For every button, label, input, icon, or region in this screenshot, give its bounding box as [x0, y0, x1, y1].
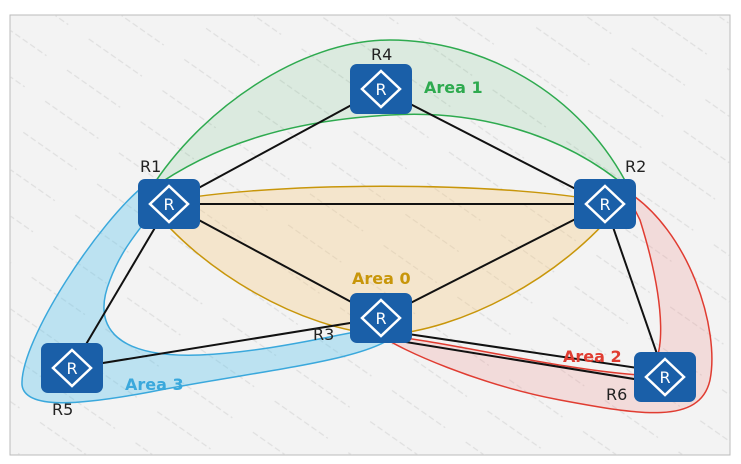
link-r3-r6-a	[380, 329, 666, 373]
link-r1-r3	[168, 203, 382, 319]
routers: R R R R R R	[41, 64, 696, 402]
router-label-r1: R1	[140, 157, 161, 176]
area-2-label: Area 2	[563, 347, 622, 366]
router-label-r6: R6	[606, 385, 627, 404]
link-r2-r6	[604, 203, 666, 378]
router-glyph: R	[659, 368, 670, 387]
router-r3-icon[interactable]: R	[350, 293, 412, 343]
router-glyph: R	[66, 359, 77, 378]
router-r5-icon[interactable]: R	[41, 343, 103, 393]
router-label-r2: R2	[625, 157, 646, 176]
area-3-label: Area 3	[125, 375, 184, 394]
router-label-r4: R4	[371, 45, 392, 64]
link-r1-r4	[168, 88, 382, 205]
link-r4-r2	[380, 88, 606, 205]
router-r6-icon[interactable]: R	[634, 352, 696, 402]
router-label-r5: R5	[52, 400, 73, 419]
area-0-label: Area 0	[352, 269, 411, 288]
router-glyph: R	[375, 80, 386, 99]
area-0-region	[148, 185, 622, 336]
links	[71, 88, 666, 385]
area-1-label: Area 1	[424, 78, 483, 97]
link-r3-r6-b	[380, 337, 666, 385]
router-label-r3: R3	[313, 325, 334, 344]
link-r1-r5	[71, 203, 170, 369]
router-r4-icon[interactable]: R	[350, 64, 412, 114]
router-glyph: R	[599, 195, 610, 214]
link-r2-r3	[380, 203, 606, 319]
router-glyph: R	[375, 309, 386, 328]
link-r5-r3	[71, 317, 382, 369]
router-r1-icon[interactable]: R	[138, 179, 200, 229]
router-glyph: R	[163, 195, 174, 214]
router-r2-icon[interactable]: R	[574, 179, 636, 229]
